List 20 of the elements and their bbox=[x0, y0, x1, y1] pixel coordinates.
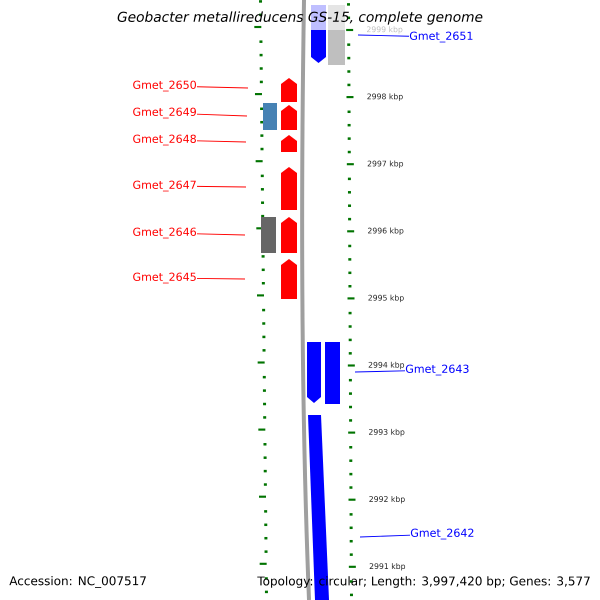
gene-label: Gmet_2642 bbox=[410, 528, 474, 540]
gene-label: Gmet_2647 bbox=[133, 180, 196, 192]
gene-label: Gmet_2651 bbox=[410, 32, 472, 42]
leader-line bbox=[196, 233, 246, 236]
gene-label: Gmet_2649 bbox=[133, 108, 196, 118]
leader-line bbox=[360, 534, 410, 538]
leader-line bbox=[354, 370, 406, 372]
leader-line bbox=[358, 34, 410, 37]
gene-label: Gmet_2648 bbox=[133, 134, 196, 146]
leader-line bbox=[196, 140, 246, 142]
leader-line bbox=[196, 86, 248, 88]
gene-label: Gmet_2643 bbox=[406, 364, 469, 376]
title: Geobacter metallireducens GS-15, complete genome bbox=[118, 11, 482, 25]
accession-text: Accession: NC_007517 bbox=[9, 576, 146, 588]
gene-label: Gmet_2646 bbox=[133, 228, 196, 238]
leader-line bbox=[196, 278, 246, 280]
leader-line bbox=[196, 114, 248, 116]
gene-label: Gmet_2650 bbox=[133, 80, 196, 92]
leader-line bbox=[196, 186, 246, 188]
gene-label: Gmet_2645 bbox=[133, 272, 196, 284]
